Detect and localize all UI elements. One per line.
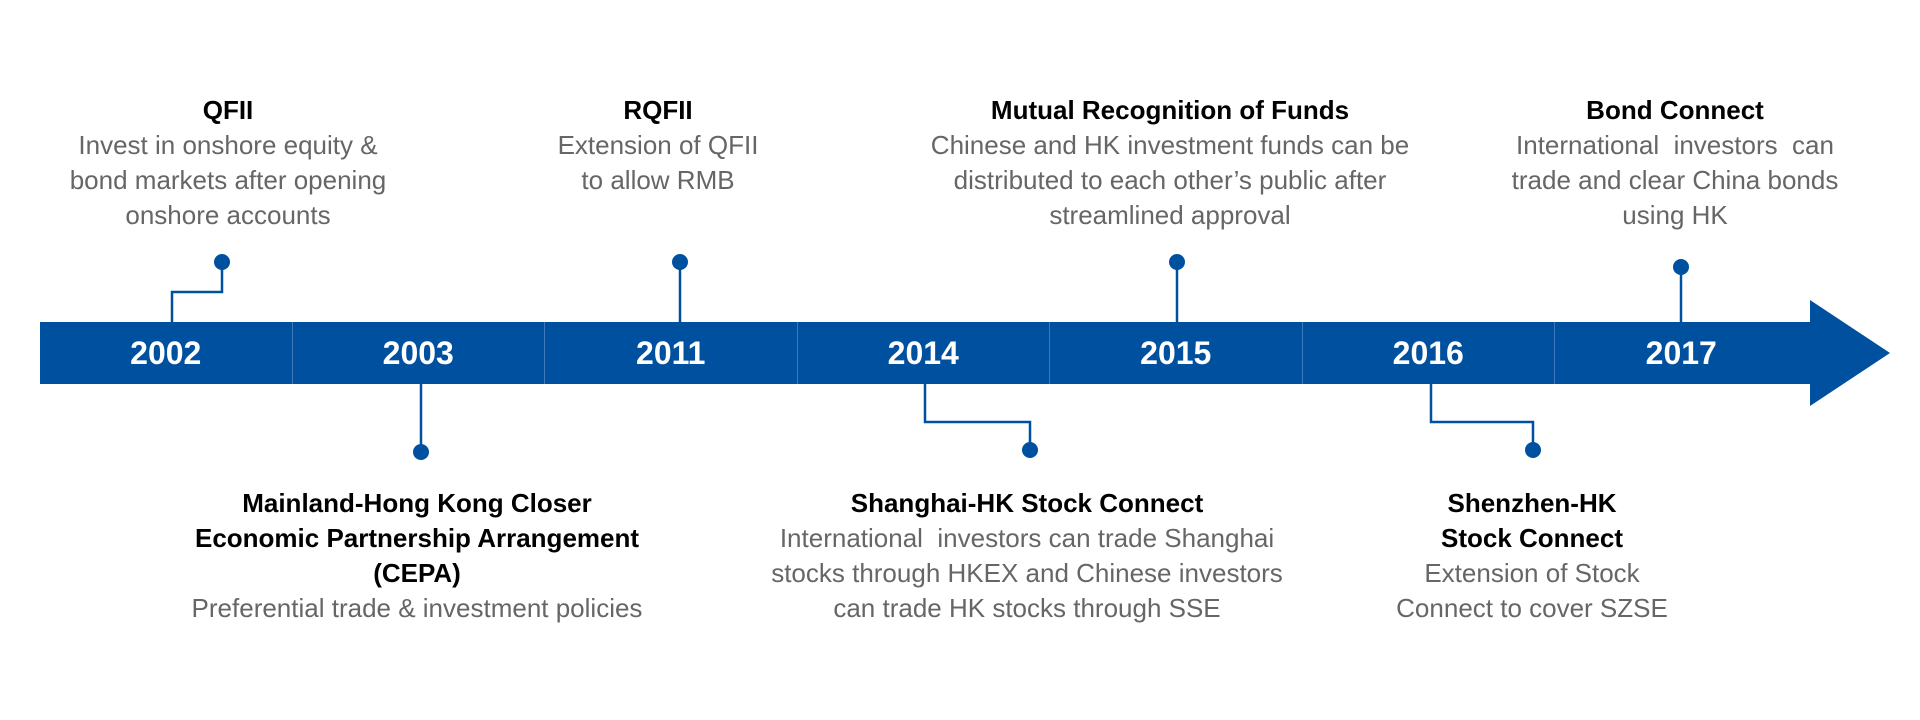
event-description: Extension of QFII xyxy=(557,130,759,160)
connector-dot-2016 xyxy=(1525,442,1541,458)
event-description: International investors can trade Shangh… xyxy=(779,523,1275,553)
event-title: QFII xyxy=(202,95,254,125)
event-description: stocks through HKEX and Chinese investor… xyxy=(771,558,1283,588)
connector-line-2016 xyxy=(1429,384,1535,450)
event-description: using HK xyxy=(1622,200,1728,230)
connector-dot-2002 xyxy=(214,254,230,270)
event-2002: QFII Invest in onshore equity & bond marke… xyxy=(0,93,528,233)
connector-dot-2015 xyxy=(1169,254,1185,270)
event-description: Invest in onshore equity & xyxy=(78,130,378,160)
connector-line-2002 xyxy=(170,262,224,322)
event-description: International investors can xyxy=(1516,130,1834,160)
year-label-2016: 2016 xyxy=(1303,322,1555,384)
event-description: bond markets after opening xyxy=(69,165,387,195)
event-2011: RQFII Extension of QFII to allow RMB xyxy=(358,93,958,198)
connector-dot-2011 xyxy=(672,254,688,270)
event-description: Preferential trade & investment policies xyxy=(191,593,643,623)
event-description: streamlined approval xyxy=(1049,200,1291,230)
event-description: onshore accounts xyxy=(125,200,331,230)
event-title: RQFII xyxy=(623,95,693,125)
event-description: to allow RMB xyxy=(581,165,735,195)
connector-dot-2003 xyxy=(413,444,429,460)
event-title: Mainland-Hong Kong Closer xyxy=(242,488,592,518)
year-label-2011: 2011 xyxy=(545,322,798,384)
event-description: can trade HK stocks through SSE xyxy=(833,593,1221,623)
event-title: Mutual Recognition of Funds xyxy=(990,95,1350,125)
event-description: Chinese and HK investment funds can be xyxy=(930,130,1410,160)
connector-dot-2017 xyxy=(1673,259,1689,275)
event-description: Connect to cover SZSE xyxy=(1396,593,1668,623)
event-description: distributed to each other’s public after xyxy=(953,165,1387,195)
event-description: trade and clear China bonds xyxy=(1511,165,1839,195)
event-title: Shenzhen-HK xyxy=(1447,488,1617,518)
year-label-2003: 2003 xyxy=(293,322,545,384)
event-title: (CEPA) xyxy=(373,558,461,588)
connector-dot-2014 xyxy=(1022,442,1038,458)
year-label-2015: 2015 xyxy=(1050,322,1303,384)
event-title: Shanghai-HK Stock Connect xyxy=(850,488,1204,518)
event-description: Extension of Stock xyxy=(1424,558,1640,588)
event-title: Bond Connect xyxy=(1586,95,1764,125)
year-label-2002: 2002 xyxy=(40,322,293,384)
year-label-2017: 2017 xyxy=(1645,334,1717,371)
year-label-2014: 2014 xyxy=(798,322,1050,384)
timeline-band xyxy=(40,322,1810,384)
timeline-arrowhead xyxy=(1810,300,1890,406)
connector-line-2014 xyxy=(923,384,1032,450)
event-title: Economic Partnership Arrangement xyxy=(194,523,640,553)
event-title: Stock Connect xyxy=(1440,523,1624,553)
